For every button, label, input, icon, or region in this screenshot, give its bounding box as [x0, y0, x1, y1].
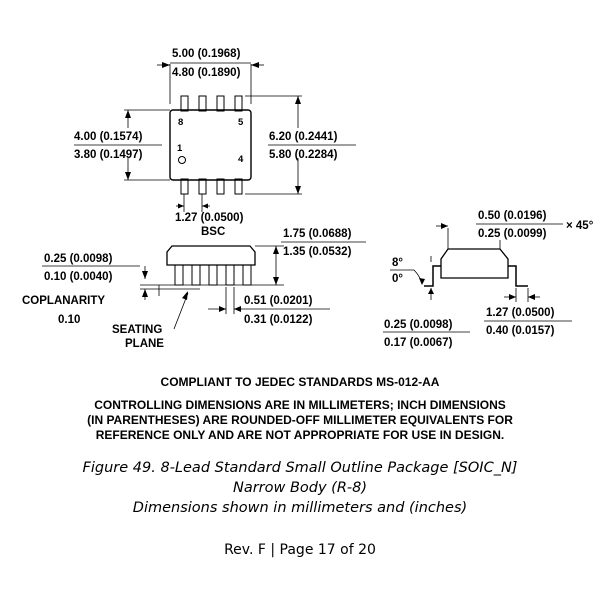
foot-length-min-label: 0.40 (0.0157)	[486, 325, 555, 337]
height-max-label: 1.75 (0.0688)	[283, 228, 352, 240]
height-min-label: 1.35 (0.0532)	[283, 246, 352, 258]
end-view-body	[440, 248, 509, 279]
body-width-max-label: 4.00 (0.1574)	[74, 131, 143, 143]
top-view: 8 5 1 4 5.00 (0.1968) 4.80 (0.1890) 4.00…	[74, 48, 356, 238]
top-view-pin	[180, 95, 189, 112]
lead-thickness-max-label: 0.25 (0.0098)	[384, 319, 453, 331]
side-view-body	[166, 245, 256, 266]
standoff-min-label: 0.10 (0.0040)	[44, 271, 113, 283]
lead-width-min-label: 0.31 (0.0122)	[244, 314, 313, 326]
figure-caption-line-1: Figure 49. 8-Lead Standard Small Outline…	[82, 460, 518, 476]
side-view-lead	[174, 264, 184, 286]
seating-plane-label-2: PLANE	[125, 338, 164, 350]
pin-1-label: 1	[177, 143, 183, 154]
side-view-lead	[242, 264, 252, 286]
top-view-pin	[216, 95, 225, 112]
top-view-pin	[198, 178, 207, 195]
top-view-pin	[198, 95, 207, 112]
side-view-lead	[208, 264, 218, 286]
top-view-pin	[234, 178, 243, 195]
dimension-note-line-2: (IN PARENTHESES) ARE ROUNDED-OFF MILLIME…	[87, 413, 513, 427]
top-view-pin	[180, 178, 189, 195]
dimension-note-line-1: CONTROLLING DIMENSIONS ARE IN MILLIMETER…	[94, 398, 506, 412]
seating-plane-label-1: SEATING	[112, 324, 162, 336]
top-view-body	[169, 109, 252, 181]
chamfer-angle-label: × 45°	[566, 220, 594, 232]
dimension-note-line-3: REFERENCE ONLY AND ARE NOT APPROPRIATE F…	[95, 428, 505, 442]
end-view: 0.50 (0.0196) × 45° 0.25 (0.0099) 8° 0° …	[383, 210, 594, 349]
length-max-label: 5.00 (0.1968)	[172, 48, 241, 60]
page-footer: Rev. F | Page 17 of 20	[224, 542, 376, 558]
jedec-compliance-note: COMPLIANT TO JEDEC STANDARDS MS-012-AA	[160, 375, 440, 389]
figure-caption-line-3: Dimensions shown in millimeters and (inc…	[132, 500, 468, 516]
top-view-pin	[234, 95, 243, 112]
side-view-lead	[191, 264, 201, 286]
foot-length-max-label: 1.27 (0.0500)	[486, 307, 555, 319]
figure-caption-line-2: Narrow Body (R-8)	[232, 480, 368, 496]
total-width-max-label: 6.20 (0.2441)	[269, 131, 338, 143]
pitch-label: 1.27 (0.0500)	[175, 212, 244, 224]
pin1-indicator	[178, 156, 186, 164]
standoff-max-label: 0.25 (0.0098)	[44, 253, 113, 265]
coplanarity-value: 0.10	[58, 314, 80, 326]
pin-4-label: 4	[238, 154, 244, 165]
length-min-label: 4.80 (0.1890)	[172, 67, 241, 79]
chamfer-min-label: 0.25 (0.0099)	[478, 228, 547, 240]
pin-5-label: 5	[238, 117, 244, 128]
top-view-pin	[216, 178, 225, 195]
lead-angle-max-label: 8°	[392, 257, 403, 269]
chamfer-max-label: 0.50 (0.0196)	[478, 210, 547, 222]
body-width-min-label: 3.80 (0.1497)	[74, 149, 143, 161]
lead-angle-min-label: 0°	[392, 273, 403, 285]
side-view: 0.25 (0.0098) 0.10 (0.0040) COPLANARITY …	[22, 228, 366, 350]
lead-width-max-label: 0.51 (0.0201)	[244, 295, 313, 307]
total-width-min-label: 5.80 (0.2284)	[269, 149, 338, 161]
coplanarity-label: COPLANARITY	[22, 295, 105, 307]
pin-8-label: 8	[178, 117, 183, 128]
pitch-bsc-label: BSC	[201, 226, 225, 238]
side-view-lead	[225, 264, 235, 286]
lead-thickness-min-label: 0.17 (0.0067)	[384, 337, 453, 349]
